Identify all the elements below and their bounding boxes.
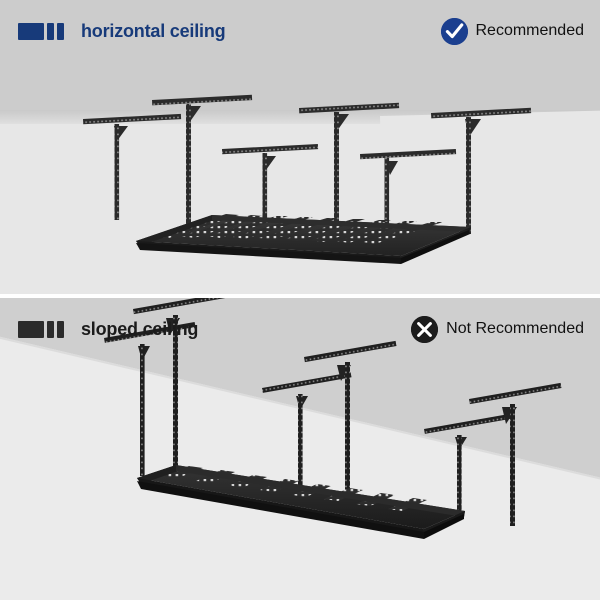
ceiling-bracket-back-right: [360, 148, 457, 226]
panel-title-sloped: sloped ceiling: [81, 318, 199, 339]
badge-label-recommended: Recommended: [475, 22, 585, 39]
floor-surface: [0, 124, 600, 294]
logo-bar-wide: [18, 22, 44, 40]
rack-deck: [136, 214, 471, 264]
panel-sloped-ceiling: sloped ceiling Not Recommended: [0, 298, 600, 600]
logo-bar-narrow-1: [47, 22, 54, 40]
ceiling-bracket-front-right: [431, 107, 532, 234]
rack-illustration-sloped: [103, 298, 562, 539]
ceiling-bracket-front-right: [468, 382, 562, 526]
ceiling-bracket-back-mid: [262, 372, 352, 500]
logo-bar-wide: [18, 320, 44, 338]
brand-logo-icon: [18, 22, 64, 40]
panel-horizontal-ceiling: horizontal ceiling Recommended: [0, 0, 600, 294]
panel-title-horizontal: horizontal ceiling: [81, 20, 226, 41]
panel-header-horizontal: horizontal ceiling Recommended: [0, 0, 600, 62]
x-circle-icon: [411, 315, 439, 343]
check-circle-icon: [440, 17, 468, 45]
ceiling-bracket-front-left: [151, 94, 253, 227]
panel-header-sloped: sloped ceiling Not Recommended: [0, 298, 600, 360]
ceiling-bracket-front-mid: [304, 340, 397, 501]
logo-bar-narrow-2: [57, 22, 64, 40]
ceiling-bracket-front-left: [132, 298, 228, 483]
logo-bar-narrow-1: [47, 320, 54, 338]
rack-deck: [137, 465, 465, 539]
recommendation-badge-not-recommended: Not Recommended: [411, 315, 584, 343]
badge-label-not-recommended: Not Recommended: [446, 320, 584, 337]
logo-bar-narrow-2: [57, 320, 64, 338]
ceiling-bracket-front-mid: [298, 102, 400, 231]
ceiling-bracket-back-right: [424, 413, 512, 518]
ceiling-bracket-back-left: [83, 113, 182, 220]
panel-divider: [0, 294, 600, 298]
ceiling-bracket-back-mid: [222, 143, 319, 226]
recommendation-badge-recommended: Recommended: [440, 17, 585, 45]
rack-illustration-horizontal: [83, 94, 532, 264]
brand-logo-icon: [18, 320, 64, 338]
